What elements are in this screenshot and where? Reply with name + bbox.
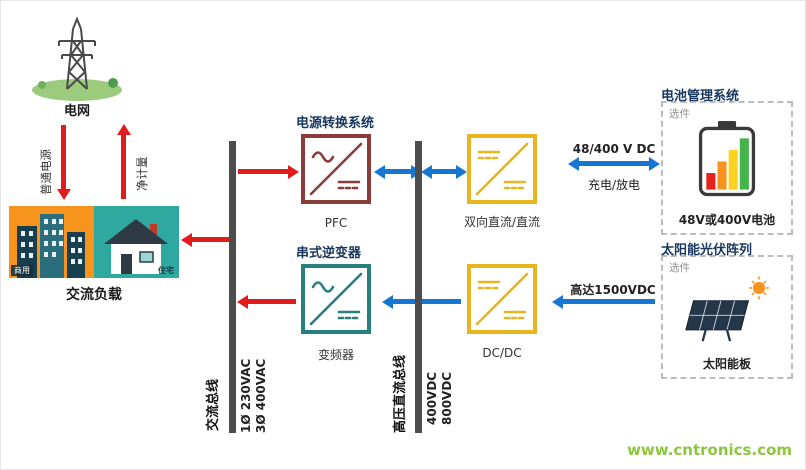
ac-bus-voltage: 1Ø 230VAC 3Ø 400VAC xyxy=(239,359,269,433)
ac-load-label: 交流负载 xyxy=(66,287,122,303)
pfc-converter-box xyxy=(301,134,371,204)
pfc-label: PFC xyxy=(324,216,348,230)
commercial-buildings-icon: 商用 xyxy=(9,206,94,278)
dcdc-label: DC/DC xyxy=(482,346,522,360)
transmission-tower-icon xyxy=(32,16,122,101)
solar-module: 选件 太 xyxy=(661,255,793,379)
battery-charge-level-icon xyxy=(698,121,756,197)
arrow-grid-to-load xyxy=(56,125,71,200)
battery-link-mode: 充电/放电 xyxy=(587,178,641,192)
ac-bus-voltage-2: 3Ø 400VAC xyxy=(254,358,268,433)
bidir-dcdc-label: 双向直流/直流 xyxy=(463,215,541,229)
string-inverter-title: 串式逆变器 xyxy=(296,246,362,261)
inverter-label: 变频器 xyxy=(317,348,354,362)
arrow-battery-link xyxy=(568,156,660,171)
dc-bus-voltage: 400VDC 800VDC xyxy=(425,372,455,425)
arrow-pfc-dcbus xyxy=(374,164,422,179)
residential-tag: 住宅 xyxy=(158,266,174,275)
grid-label: 电网 xyxy=(63,104,90,119)
ac-load-image: 商用 住宅 xyxy=(9,206,179,278)
sun-icon xyxy=(752,281,766,295)
dc-bus-voltage-1: 400VDC xyxy=(425,371,439,425)
arrow-load-to-grid xyxy=(116,124,131,199)
ac-bus-bar xyxy=(229,141,236,433)
dcdc-converter-box xyxy=(467,264,537,334)
label-net-metering: 净计量 xyxy=(135,156,149,192)
bms-title: 电池管理系统 xyxy=(661,89,740,104)
dc-bus-bar xyxy=(415,141,422,433)
battery-label: 48V或400V电池 xyxy=(678,213,776,227)
solar-panel-label: 太阳能板 xyxy=(702,357,751,371)
solar-link-voltage: 高达1500VDC xyxy=(570,283,656,297)
solar-array-title: 太阳能光伏阵列 xyxy=(661,243,753,258)
label-ordinary-supply: 普通电源 xyxy=(39,149,53,195)
watermark: www.cntronics.com xyxy=(627,441,792,459)
solar-optional-label: 选件 xyxy=(669,262,690,274)
pcs-title: 电源转换系统 xyxy=(296,116,375,131)
bidir-dcdc-converter-box xyxy=(467,134,537,204)
commercial-tag: 商用 xyxy=(11,265,33,276)
solar-panel-with-sun-icon xyxy=(685,276,769,342)
arrow-inverter-to-acbus xyxy=(237,294,296,309)
dc-bus-label: 高压直流总线 xyxy=(393,354,408,433)
battery-optional-label: 选件 xyxy=(669,108,690,120)
arrow-dcdc-to-inverter xyxy=(382,294,461,309)
arrow-solar-to-dcdc xyxy=(552,294,655,309)
house-icon: 住宅 xyxy=(94,206,179,278)
arrow-dcbus-bidir xyxy=(421,164,467,179)
ac-bus-voltage-1: 1Ø 230VAC xyxy=(239,358,253,433)
dc-bus-voltage-2: 800VDC xyxy=(440,371,454,425)
arrow-acbus-to-load xyxy=(181,232,231,247)
battery-module: 选件 48V或400V电池 xyxy=(661,101,793,235)
ac-bus-label: 交流总线 xyxy=(206,378,221,431)
arrow-acbus-to-pfc xyxy=(238,164,299,179)
battery-link-voltage: 48/400 V DC xyxy=(572,142,656,156)
inverter-converter-box xyxy=(301,264,371,334)
